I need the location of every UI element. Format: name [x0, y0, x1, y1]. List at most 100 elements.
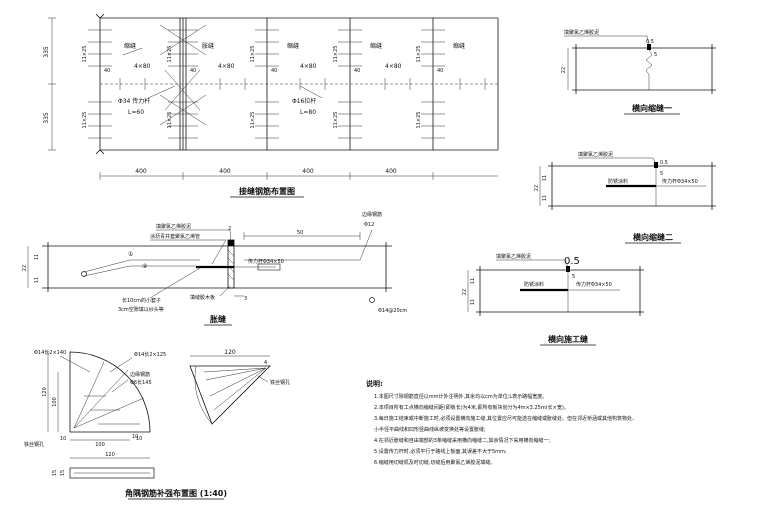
rebar-section-mark-2 — [369, 297, 375, 303]
label-suofeng-4: 缩缝 — [453, 42, 465, 50]
corner-dim-120b: 120 — [105, 452, 115, 458]
corner-dim-10c: 10 — [136, 436, 142, 442]
label-spacing-3: 4×80 — [300, 63, 317, 70]
tj2-t1: 11 — [542, 175, 548, 181]
tj1-thick: 22 — [561, 67, 567, 73]
tj3-sealant-fill — [566, 266, 570, 272]
tj3-sealant: 填聚氯乙烯胶泥 — [496, 253, 531, 260]
tj2-sealant-fill — [654, 162, 658, 168]
tj3-t1: 11 — [470, 278, 476, 284]
note-5: 5.设置传力杆时,必须平行于路线上板面,其误差不大于5mm; — [374, 448, 507, 455]
label-edge-1: 40 — [104, 68, 110, 74]
tj3-dowel: 传力杆Φ34×50 — [576, 281, 612, 288]
exp-num-2: 2 — [228, 226, 231, 232]
plan-title: 接缝钢筋布置图 — [239, 186, 295, 196]
corner-dim-120c: 120 — [224, 349, 236, 356]
label-rebar-v-9: 11×25 — [416, 46, 422, 63]
exp-title: 胀缝 — [210, 314, 226, 324]
transverse-construction-joint: 22 11 11 填聚氯乙烯胶泥 0.5 5 防锈涂料 传力杆Φ34×50 横向… — [462, 253, 644, 346]
label-rebar-v-1: 11×25 — [82, 46, 88, 63]
corner-dim-15a: 15 — [52, 470, 58, 476]
label-edge-5: 40 — [437, 68, 443, 74]
dim-bottom-2: 400 — [219, 168, 231, 175]
tj3-w: 0.5 — [564, 256, 580, 267]
label-edge-3: 40 — [271, 68, 277, 74]
exp-cap2: 3cm空隙填以纱头等 — [118, 306, 164, 313]
corner-dim-15b: 15 — [60, 470, 66, 476]
corner-dim-120a: 120 — [42, 387, 48, 397]
corner-reinforcement: Φ14长2×140 Φ14长2×125 边缘钢筋 Φ6长145 铁丝钢孔 120… — [24, 349, 290, 500]
tj1-h: 5 — [654, 52, 657, 58]
note-6: 6.缩缝用切缝机及时切缝,切缝后用聚氯乙烯胶泥填缝。 — [374, 459, 495, 466]
tj3-h: 5 — [572, 274, 575, 280]
label-dowel-len: L=60 — [128, 109, 144, 116]
exp-len-50: 50 — [297, 230, 303, 236]
label-rebar-v-2: 11×25 — [82, 112, 88, 129]
dim-left-bottom: 335 — [43, 112, 50, 124]
corner-bar-b: Φ14长2×125 — [134, 351, 166, 358]
tj2-coating: 防锈涂料 — [608, 178, 628, 185]
label-spacing-2: 4×80 — [218, 63, 235, 70]
expansion-joint-section: 22 11 11 50 2 3 填聚氯乙烯胶泥 涂沥青并套聚氯乙烯管 传力杆Φ3… — [22, 211, 407, 326]
exp-thick-11b: 11 — [34, 277, 40, 283]
label-rebar-v-5: 11×25 — [250, 46, 256, 63]
transverse-joint-2: 22 11 11 填聚氯乙烯胶泥 0.5 5 防锈涂料 传力杆Φ34×50 横向… — [534, 151, 716, 244]
tj3-coating: 防锈涂料 — [524, 281, 544, 288]
exp-circle2: ② — [142, 263, 148, 270]
joint-rebar-plan: 335 335 400 400 400 400 缩缝 胀缝 缩缝 缩缝 缩缝 4… — [43, 13, 499, 198]
exp-edge-rebar: 边缘钢筋 — [362, 211, 382, 218]
tj2-thick: 22 — [534, 185, 540, 191]
notes-heading: 说明: — [366, 379, 383, 388]
corner-edge-bar: Φ6长145 — [130, 379, 152, 386]
tj2-w: 0.5 — [660, 160, 668, 166]
label-edge-4: 40 — [354, 68, 360, 74]
tj1-sealant: 填聚氯乙烯胶泥 — [564, 29, 599, 36]
tj2-t2: 11 — [542, 195, 548, 201]
exp-sealant: 填聚氯乙烯胶泥 — [156, 223, 191, 230]
dim-bottom-4: 400 — [385, 168, 397, 175]
exp-num-3: 3 — [244, 296, 247, 302]
exp-sealant-fill — [228, 240, 234, 246]
label-rebar-v-7: 11×25 — [333, 46, 339, 63]
corner-hole: 铁丝钢孔 — [24, 441, 44, 448]
label-spacing-1: 4×80 — [134, 63, 151, 70]
exp-coating: 涂沥青并套聚氯乙烯管 — [150, 233, 200, 240]
dim-left-top: 335 — [43, 46, 50, 58]
exp-circle1: ① — [128, 251, 133, 258]
tj1-title: 横向缩缝一 — [632, 103, 672, 113]
label-rebar-v-3: 11×25 — [167, 46, 173, 63]
tj2-title: 横向缩缝二 — [633, 232, 673, 242]
label-rebar-v-6: 11×25 — [250, 112, 256, 129]
corner-dim-10a: 10 — [60, 436, 66, 442]
dowel-cap — [257, 263, 281, 271]
joint-board — [227, 239, 235, 289]
tj1-sealant-fill — [647, 44, 651, 50]
corner-dim-10b: 10 — [132, 434, 138, 440]
corner-hole2: 铁丝钢孔 — [270, 379, 290, 386]
notes: 说明: 1.本图尺寸除钢筋直径以mm计外注明外,其余均以cm为单位;L表示路幅宽… — [366, 379, 637, 466]
label-suofeng-3: 缩缝 — [370, 42, 382, 50]
exp-cap: 长10cm的小套子 — [122, 297, 161, 304]
label-tie-len: L=80 — [300, 109, 316, 116]
dim-bottom-1: 400 — [135, 168, 147, 175]
exp-dowel: 传力杆Φ34×50 — [248, 258, 284, 265]
corner-dim-4: 4 — [264, 360, 267, 366]
tj3-t2: 11 — [470, 299, 476, 305]
exp-rebar2: Φ14@20cm — [378, 308, 407, 314]
note-2: 2.本项目所有工点横向缩缝间距(即板长)为4米,即所有板块划分为4m×3.25m… — [374, 404, 569, 411]
corner-dim-100b: 100 — [95, 442, 105, 448]
label-tie: Φ16拉杆 — [292, 97, 316, 105]
tj2-h: 5 — [660, 171, 663, 177]
label-spacing-4: 4×80 — [385, 63, 402, 70]
corner-edge: 边缘钢筋 — [130, 371, 150, 378]
exp-rebar1: Φ12 — [364, 222, 374, 228]
label-zhangfeng: 胀缝 — [202, 42, 214, 50]
label-dowel: Φ34 传力杆 — [118, 97, 150, 105]
transverse-joint-1: 22 填聚氯乙烯胶泥 0.5 5 横向缩缝一 — [561, 29, 716, 115]
corner-title: 角隅钢筋补强布置图 (1:40) — [125, 488, 227, 498]
tj2-dowel: 传力杆Φ34×50 — [662, 178, 698, 185]
label-edge-2: 40 — [190, 68, 196, 74]
corner-bar-a: Φ14长2×140 — [34, 349, 66, 356]
tj3-thick: 22 — [462, 289, 468, 295]
